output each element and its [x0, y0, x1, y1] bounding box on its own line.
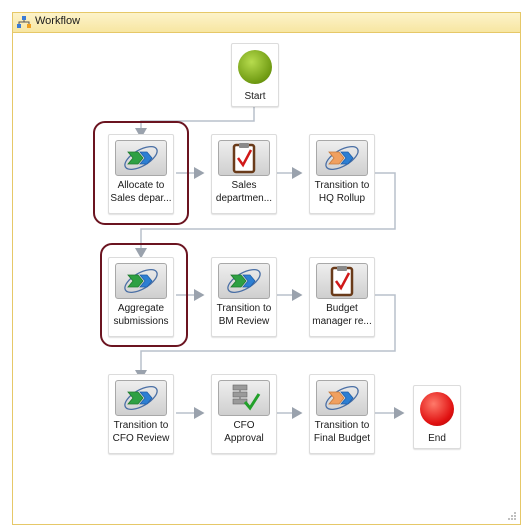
approval-clipboard-icon [316, 263, 368, 299]
sales-department-node[interactable]: Sales departmen... [211, 134, 277, 214]
aggregate-node[interactable]: Aggregate submissions [108, 257, 174, 337]
highlight-allocate [93, 121, 189, 225]
bm-review-label: Transition to BM Review [216, 303, 272, 327]
highlight-aggregate [100, 243, 188, 347]
sales-department-label: Sales departmen... [215, 180, 273, 204]
start-circle-icon [238, 50, 272, 84]
hq-rollup-label: Transition to HQ Rollup [314, 180, 370, 204]
designer-titlebar: Workflow [13, 13, 520, 33]
designer-title: Workflow [35, 15, 81, 27]
transition-icon [218, 263, 270, 299]
cfo-approval-label: CFO Approval [224, 420, 264, 444]
allocate-node[interactable]: Allocate to Sales depar... [108, 134, 174, 214]
end-label: End [428, 433, 446, 444]
connector-start-allocate [135, 101, 255, 139]
transition-icon [115, 263, 167, 299]
start-label: Start [244, 91, 266, 102]
approval-clipboard-icon [218, 140, 270, 176]
final-budget-node[interactable]: Transition to Final Budget [309, 374, 375, 454]
approval-stack-icon [218, 380, 270, 416]
budget-manager-node[interactable]: Budget manager re... [309, 257, 375, 337]
transition-icon [316, 140, 368, 176]
workflow-canvas[interactable]: Start Allocate to Sales depar... [13, 33, 520, 524]
transition-icon [316, 380, 368, 416]
connector-lines [135, 101, 405, 419]
start-node[interactable]: Start [231, 43, 279, 107]
cfo-approval-node[interactable]: CFO Approval [211, 374, 277, 454]
connector-hq-aggregate [135, 172, 396, 259]
transition-icon [115, 140, 167, 176]
budget-manager-label: Budget manager re... [312, 303, 372, 327]
allocate-label: Allocate to Sales depar... [110, 180, 172, 204]
cfo-review-label: Transition to CFO Review [112, 420, 170, 444]
cfo-review-node[interactable]: Transition to CFO Review [108, 374, 174, 454]
aggregate-label: Aggregate submissions [113, 303, 169, 327]
final-budget-label: Transition to Final Budget [313, 420, 371, 444]
resize-grip-icon[interactable] [507, 511, 517, 521]
bm-review-node[interactable]: Transition to BM Review [211, 257, 277, 337]
workflow-designer: Workflow [12, 12, 521, 525]
end-circle-icon [420, 392, 454, 426]
end-node[interactable]: End [413, 385, 461, 449]
transition-icon [115, 380, 167, 416]
workflow-icon [17, 16, 31, 28]
hq-rollup-node[interactable]: Transition to HQ Rollup [309, 134, 375, 214]
connector-budget-cfo [135, 294, 396, 381]
